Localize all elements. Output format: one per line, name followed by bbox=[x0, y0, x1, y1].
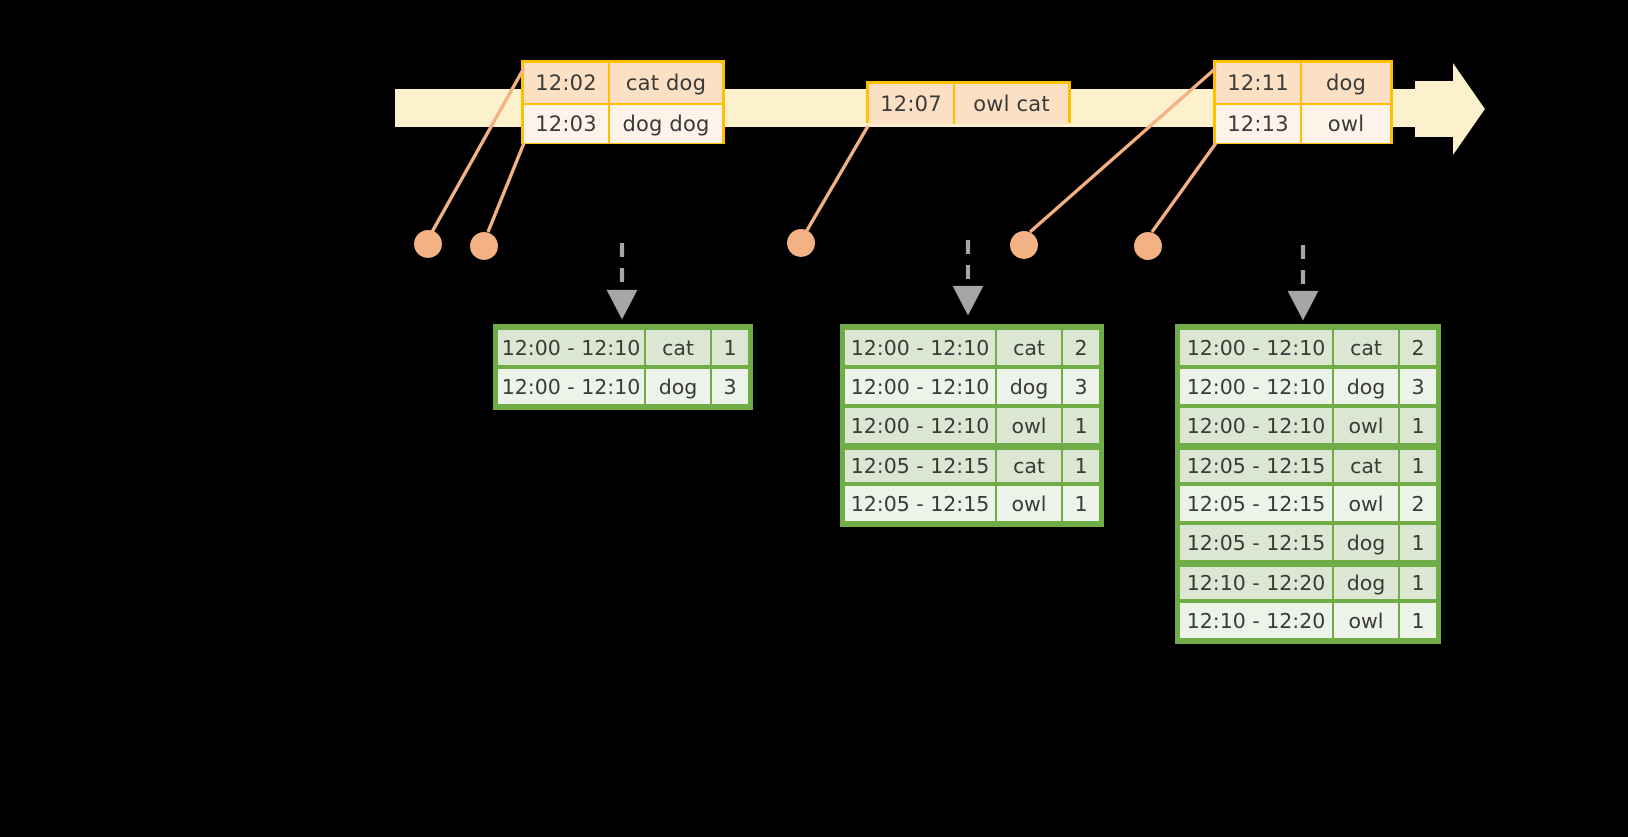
table-cell-count: 1 bbox=[1400, 525, 1436, 560]
table-cell-count: 2 bbox=[1400, 486, 1436, 521]
table-cell-window: 12:00 - 12:10 bbox=[498, 330, 644, 365]
table-cell-count: 1 bbox=[1063, 486, 1099, 521]
table-cell-window: 12:00 - 12:10 bbox=[498, 369, 644, 404]
event-time: 12:11 bbox=[1216, 63, 1302, 103]
table-cell-key: dog bbox=[1334, 369, 1398, 404]
event-row: 12:03 dog dog bbox=[524, 103, 722, 143]
table-cell-window: 12:00 - 12:10 bbox=[1180, 408, 1332, 443]
table-cell-count: 1 bbox=[1400, 567, 1436, 599]
event-box-3: 12:11 dog 12:13 owl bbox=[1213, 60, 1393, 144]
event-text: dog bbox=[1302, 63, 1390, 103]
table-cell-key: dog bbox=[1334, 525, 1398, 560]
table-cell-window: 12:00 - 12:10 bbox=[845, 369, 995, 404]
table-cell-count: 1 bbox=[1400, 603, 1436, 638]
event-dot bbox=[414, 230, 442, 258]
table-cell-window: 12:00 - 12:10 bbox=[1180, 369, 1332, 404]
event-row: 12:11 dog bbox=[1216, 63, 1390, 103]
table-cell-count: 1 bbox=[1063, 450, 1099, 482]
event-row: 12:02 cat dog bbox=[524, 63, 722, 103]
event-dot bbox=[787, 229, 815, 257]
table-cell-window: 12:05 - 12:15 bbox=[1180, 450, 1332, 482]
table-cell-key: cat bbox=[997, 330, 1061, 365]
table-cell-key: owl bbox=[1334, 486, 1398, 521]
event-time: 12:13 bbox=[1216, 105, 1302, 143]
table-cell-count: 2 bbox=[1400, 330, 1436, 365]
event-dot bbox=[1134, 232, 1162, 260]
event-time: 12:02 bbox=[524, 63, 610, 103]
table-cell-window: 12:10 - 12:20 bbox=[1180, 567, 1332, 599]
event-box-1: 12:02 cat dog 12:03 dog dog bbox=[521, 60, 725, 144]
table-cell-count: 3 bbox=[1400, 369, 1436, 404]
table-cell-window: 12:00 - 12:10 bbox=[1180, 330, 1332, 365]
table-cell-count: 1 bbox=[1063, 408, 1099, 443]
table-cell-window: 12:05 - 12:15 bbox=[845, 486, 995, 521]
event-text: owl bbox=[1302, 105, 1390, 143]
table-cell-key: cat bbox=[1334, 330, 1398, 365]
event-text: dog dog bbox=[610, 105, 722, 143]
table-cell-count: 1 bbox=[712, 330, 748, 365]
table-cell-count: 1 bbox=[1400, 450, 1436, 482]
event-row: 12:13 owl bbox=[1216, 103, 1390, 143]
table-cell-key: owl bbox=[997, 486, 1061, 521]
event-time: 12:03 bbox=[524, 105, 610, 143]
table-cell-window: 12:05 - 12:15 bbox=[845, 450, 995, 482]
table-cell-window: 12:10 - 12:20 bbox=[1180, 603, 1332, 638]
event-row: 12:07 owl cat bbox=[869, 84, 1068, 124]
table-cell-window: 12:05 - 12:15 bbox=[1180, 486, 1332, 521]
table-cell-key: owl bbox=[1334, 603, 1398, 638]
table-cell-key: dog bbox=[646, 369, 710, 404]
event-text: owl cat bbox=[955, 84, 1068, 124]
table-cell-key: owl bbox=[997, 408, 1061, 443]
table-cell-key: cat bbox=[646, 330, 710, 365]
event-box-2: 12:07 owl cat bbox=[866, 81, 1071, 124]
table-cell-count: 2 bbox=[1063, 330, 1099, 365]
table-cell-window: 12:00 - 12:10 bbox=[845, 330, 995, 365]
table-cell-window: 12:00 - 12:10 bbox=[845, 408, 995, 443]
table-cell-key: cat bbox=[997, 450, 1061, 482]
table-cell-count: 3 bbox=[1063, 369, 1099, 404]
table-cell-count: 1 bbox=[1400, 408, 1436, 443]
event-text: cat dog bbox=[610, 63, 722, 103]
event-dot bbox=[1010, 231, 1038, 259]
event-dot bbox=[470, 232, 498, 260]
table-cell-window: 12:05 - 12:15 bbox=[1180, 525, 1332, 560]
table-cell-key: dog bbox=[1334, 567, 1398, 599]
table-cell-key: dog bbox=[997, 369, 1061, 404]
event-time: 12:07 bbox=[869, 84, 955, 124]
table-cell-count: 3 bbox=[712, 369, 748, 404]
table-cell-key: owl bbox=[1334, 408, 1398, 443]
table-cell-key: cat bbox=[1334, 450, 1398, 482]
